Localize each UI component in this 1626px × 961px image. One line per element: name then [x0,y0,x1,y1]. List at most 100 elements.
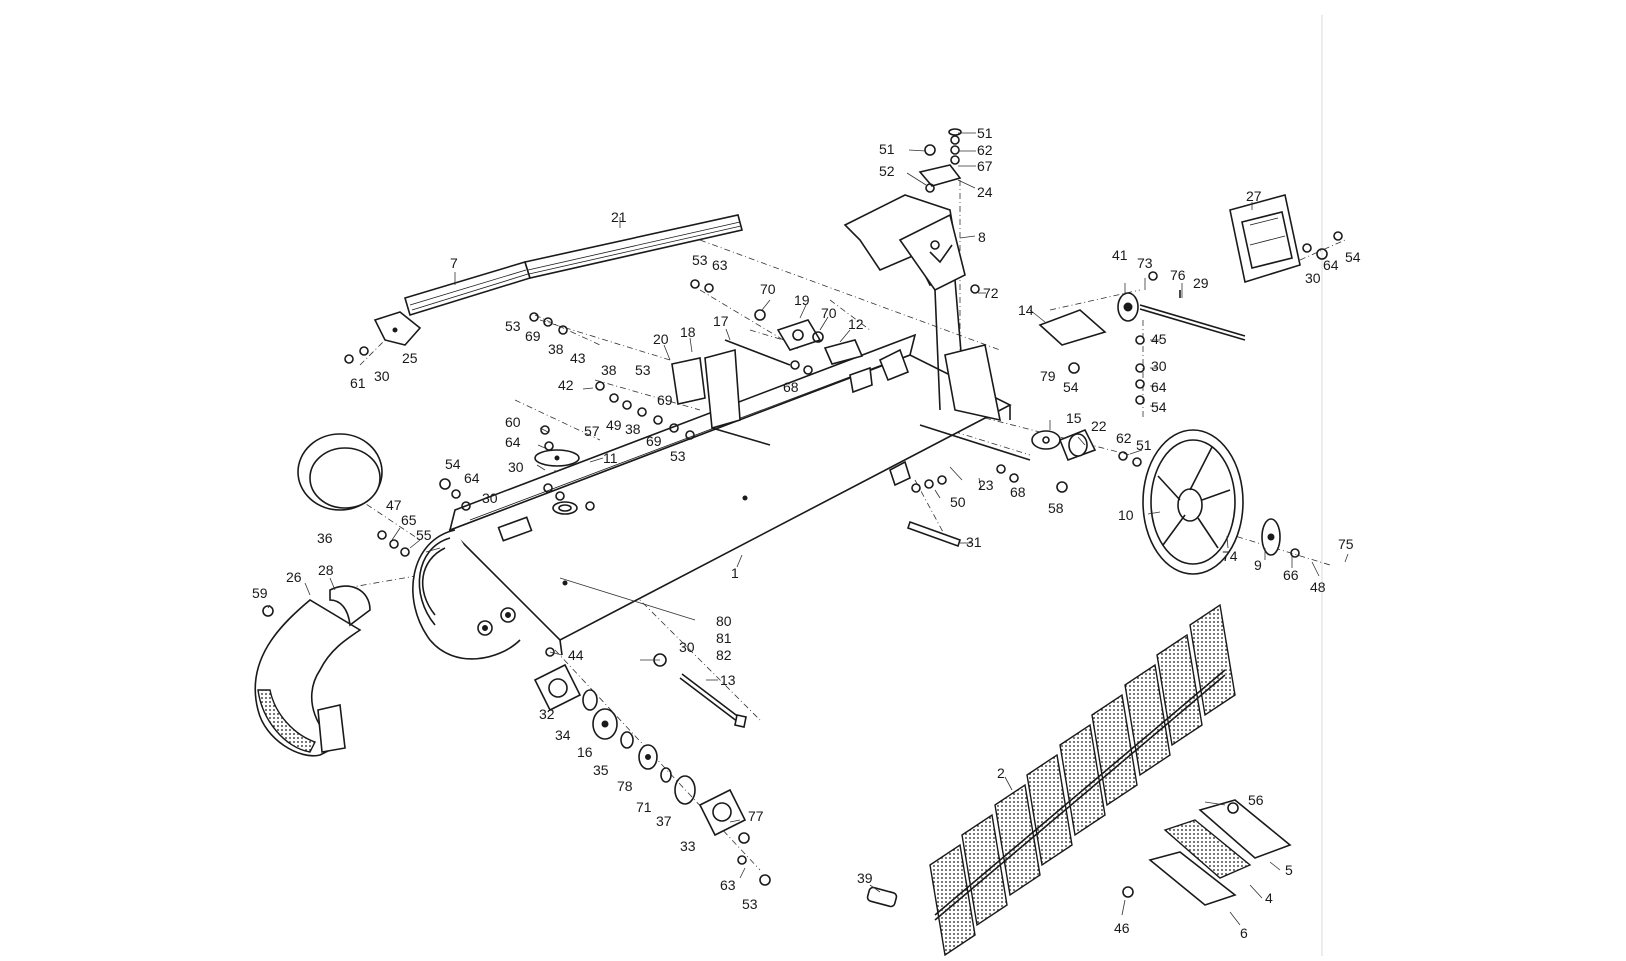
label-70-b: 70 [821,305,837,321]
label-68-a: 68 [783,379,799,395]
label-77: 77 [748,808,764,824]
part-number-labels: 1 2 4 5 6 7 8 9 10 11 12 13 14 15 16 17 … [252,125,1361,941]
label-54-b: 54 [1063,379,1079,395]
label-32: 32 [539,706,555,722]
label-25: 25 [402,350,418,366]
label-76: 76 [1170,267,1186,283]
bearing-housing-part-32 [533,663,582,712]
label-7: 7 [450,255,458,271]
main-beam-part-1 [412,333,1012,660]
plate-part-5 [1198,799,1292,859]
label-69-b: 69 [657,392,673,408]
bearing-part-19 [776,319,822,351]
label-53-b: 53 [505,318,521,334]
label-51-a: 51 [879,141,895,157]
label-58: 58 [1048,500,1064,516]
bearing-part-15 [1031,430,1061,450]
label-57: 57 [584,423,600,439]
label-28: 28 [318,562,334,578]
label-37: 37 [656,813,672,829]
label-53-a: 53 [692,252,708,268]
label-64-d: 64 [1323,257,1339,273]
label-18: 18 [680,324,696,340]
shaft-part-29 [1117,290,1246,341]
bearing-housing-part-33 [698,788,747,837]
label-49: 49 [606,417,622,433]
bearing-part-34 [582,689,598,711]
label-62-b: 62 [1116,430,1132,446]
label-30-b: 30 [508,459,524,475]
label-27: 27 [1246,188,1262,204]
wheel-part-10 [1142,429,1244,575]
rod-part-17 [724,339,791,366]
plate-part-27 [1229,194,1301,284]
rail-part-21 [523,214,743,279]
label-67: 67 [977,158,993,174]
label-22: 22 [1091,418,1107,434]
label-12: 12 [848,316,864,332]
bracket-part-18 [704,348,771,446]
label-51-b: 51 [977,125,993,141]
label-80: 80 [716,613,732,629]
label-4: 4 [1265,890,1273,906]
hardware-washers [262,144,1343,898]
label-81: 81 [716,630,732,646]
label-31: 31 [966,534,982,550]
ring-part-36 [297,433,383,511]
chain-link-part-39 [866,886,898,908]
bracket-part-24 [918,128,962,193]
plate-part-6 [1148,851,1237,906]
label-54-a: 54 [445,456,461,472]
label-66: 66 [1283,567,1299,583]
label-2: 2 [997,765,1005,781]
label-23: 23 [978,477,994,493]
label-41: 41 [1112,247,1128,263]
label-73: 73 [1137,255,1153,271]
label-70-a: 70 [760,281,776,297]
label-64-a: 64 [464,470,480,486]
label-38-a: 38 [548,341,564,357]
bracket-part-20 [671,357,706,405]
label-52: 52 [879,163,895,179]
cover-part-26 [254,599,362,757]
bar-part-31 [906,520,962,548]
label-53-d: 53 [670,448,686,464]
label-13: 13 [720,672,736,688]
plate-part-14 [1038,309,1107,346]
upright-bracket-part-8 [843,194,1002,422]
label-59: 59 [252,585,268,601]
label-72: 72 [983,285,999,301]
label-33: 33 [680,838,696,854]
bearing-part-12 [823,339,864,365]
label-55: 55 [416,527,432,543]
label-21: 21 [611,209,627,225]
label-68-b: 68 [1010,484,1026,500]
label-15: 15 [1066,410,1082,426]
label-14: 14 [1018,302,1034,318]
label-47: 47 [386,497,402,513]
label-6: 6 [1240,925,1248,941]
label-26: 26 [286,569,302,585]
label-65: 65 [401,512,417,528]
label-78: 78 [617,778,633,794]
bolt-part-13 [679,673,747,728]
ring-part-37 [674,775,696,805]
label-39: 39 [857,870,873,886]
label-53-c: 53 [635,362,651,378]
label-5: 5 [1285,862,1293,878]
label-19: 19 [794,292,810,308]
label-54-c: 54 [1151,399,1167,415]
label-20: 20 [653,331,669,347]
label-16: 16 [577,744,593,760]
sprocket-part-78 [638,744,658,770]
washer-part-71 [660,767,672,783]
label-62-a: 62 [977,142,993,158]
label-30-c: 30 [482,490,498,506]
label-63-a: 63 [712,257,728,273]
label-36: 36 [317,530,333,546]
label-79: 79 [1040,368,1056,384]
bracket-part-25 [373,311,422,346]
label-11: 11 [603,450,618,466]
label-30-d: 30 [679,639,695,655]
label-51-c: 51 [1136,437,1152,453]
